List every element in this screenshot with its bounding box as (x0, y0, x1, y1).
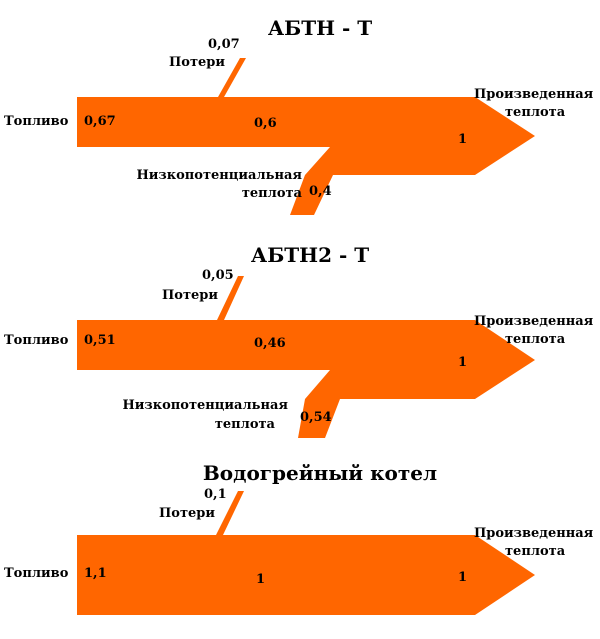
losses-value: 0,1 (204, 487, 227, 502)
losses-value: 0,07 (208, 37, 240, 52)
output-label-line2: теплота (505, 105, 566, 120)
diagram-title: АБТН - Т (268, 16, 372, 40)
input-label: Топливо (4, 333, 69, 348)
mid-value: 0,6 (254, 116, 277, 131)
input-label: Топливо (4, 114, 69, 129)
low-potential-label-line1: Низкопотенциальная (136, 168, 302, 183)
diagram-title: Водогрейный котел (203, 461, 437, 485)
diagram-abtn-t: АБТН - Т 0,07 Потери Топливо 0,67 0,6 1 … (4, 16, 594, 215)
diagram-water-boiler: Водогрейный котел 0,1 Потери Топливо 1,1… (4, 461, 594, 615)
output-label-line1: Произведенная (474, 526, 594, 541)
input-value: 0,51 (84, 333, 116, 348)
losses-label: Потери (159, 506, 215, 521)
losses-value: 0,05 (202, 268, 234, 283)
flow-shape-main (77, 276, 535, 438)
diagram-title: АБТН2 - Т (251, 243, 369, 267)
mid-value: 0,46 (254, 336, 286, 351)
flow-shape-main (77, 58, 535, 215)
input-label: Топливо (4, 566, 69, 581)
output-label-line1: Произведенная (474, 87, 594, 102)
input-value: 0,67 (84, 114, 116, 129)
low-potential-label-line2: теплота (242, 186, 303, 201)
low-potential-value: 0,54 (300, 410, 332, 425)
input-value: 1,1 (84, 566, 107, 581)
losses-label: Потери (169, 55, 225, 70)
low-potential-label-line1: Низкопотенциальная (122, 398, 288, 413)
output-label-line2: теплота (505, 544, 566, 559)
output-label-line2: теплота (505, 332, 566, 347)
flow-shape-main (77, 491, 535, 615)
low-potential-value: 0,4 (309, 184, 332, 199)
output-label-line1: Произведенная (474, 314, 594, 329)
output-value: 1 (458, 132, 467, 147)
losses-label: Потери (162, 288, 218, 303)
diagram-abtn2-t: АБТН2 - Т 0,05 Потери Топливо 0,51 0,46 … (4, 243, 594, 438)
output-value: 1 (458, 355, 467, 370)
output-value: 1 (458, 570, 467, 585)
mid-value: 1 (256, 572, 265, 587)
low-potential-label-line2: теплота (215, 417, 276, 432)
